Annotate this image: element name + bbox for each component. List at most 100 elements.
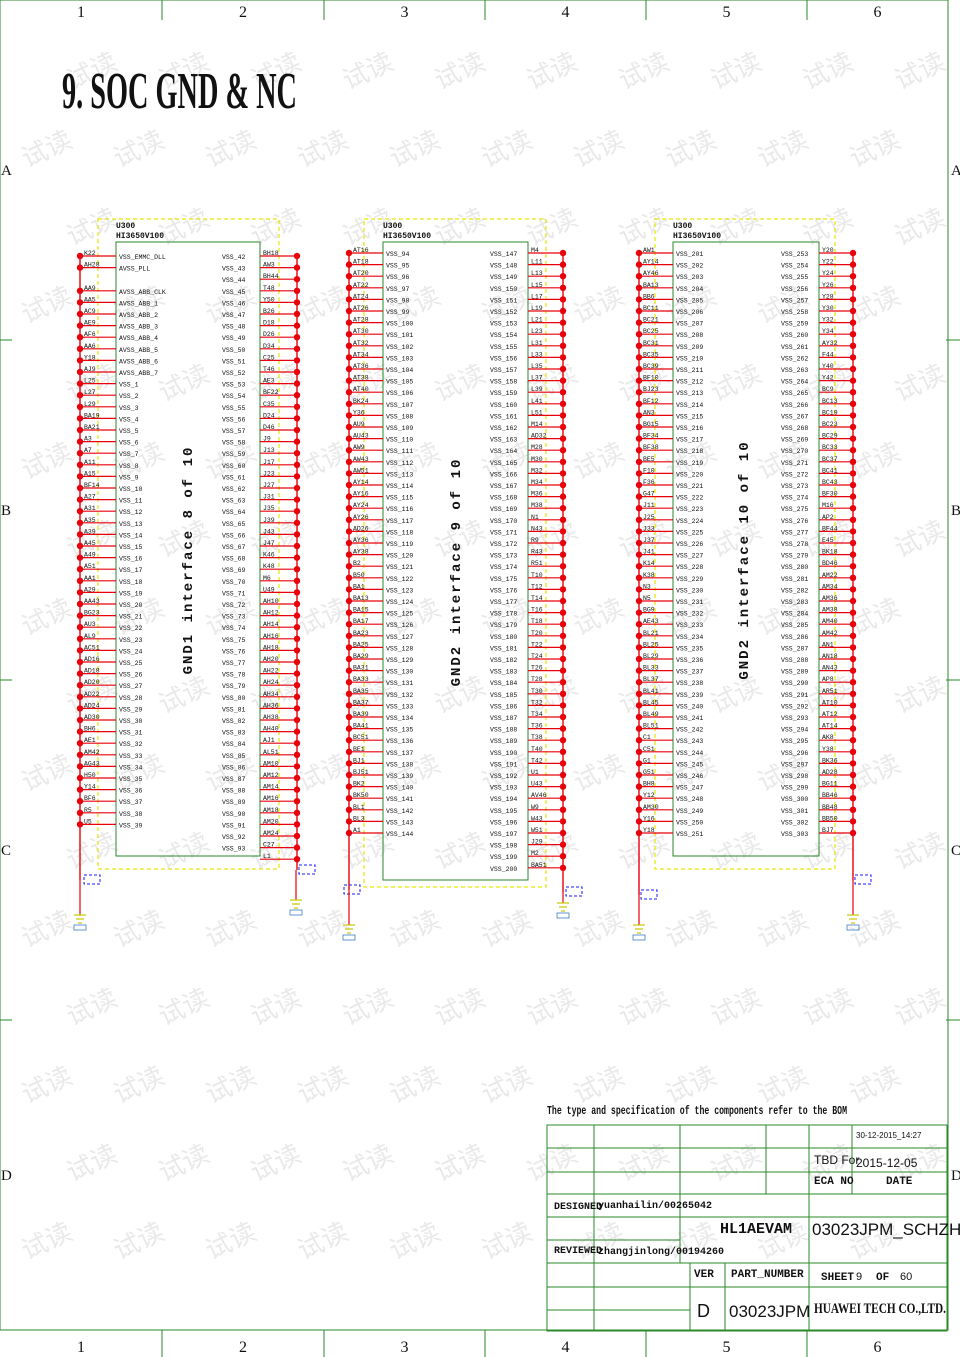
junction-dot [635,342,643,349]
junction-dot [345,423,353,431]
watermark-text: 试读 [201,905,261,954]
pin-signal-name: VSS_295 [781,738,808,745]
junction-dot [293,438,301,445]
column-label-top: 6 [874,4,882,21]
junction-dot [559,864,567,871]
watermark-text: 试读 [109,1061,169,1110]
pin-number: BK24 [353,398,369,405]
pin-signal-name: VSS_227 [676,553,703,560]
junction-dot [76,542,84,550]
junction-dot [293,392,301,399]
pin-signal-name: VSS_57 [222,428,246,435]
junction-dot [849,829,857,837]
pin-number: BC23 [822,421,838,428]
tbd-date: 2015-12-05 [856,1156,918,1170]
watermark-text: 试读 [109,125,169,174]
pin-signal-name: VSS_215 [676,413,703,420]
junction-dot [345,667,353,674]
junction-dot [76,496,84,503]
pin-number: C1 [643,734,651,741]
pin-number: W9 [531,804,539,811]
pin-signal-name: VSS_42 [222,254,246,261]
pin-number: AY14 [643,259,659,266]
junction-dot [76,531,84,538]
junction-dot [345,713,353,721]
pin-signal-name: VSS_141 [386,796,413,803]
junction-dot [635,493,643,500]
sheet-label: SHEET [821,1272,854,1284]
pin-signal-name: VSS_10 [119,486,143,493]
junction-dot [345,783,353,790]
pin-number: N3 [643,583,651,590]
pin-number: AL9 [84,633,96,640]
part-number-label: PART_NUMBER [731,1269,804,1281]
pin-number: N5 [643,595,651,602]
pin-number: BC39 [643,363,659,370]
pin-signal-name: VSS_83 [222,730,246,737]
pin-number: BA21 [84,424,100,431]
junction-dot [345,574,353,581]
pin-signal-name: VSS_86 [222,764,246,771]
pin-signal-name: VSS_88 [222,788,246,795]
pin-signal-name: VSS_192 [490,773,517,780]
pin-number: Y36 [353,409,365,416]
pin-number: AA43 [84,598,100,605]
junction-dot [559,783,567,790]
pin-signal-name: VSS_159 [490,390,517,397]
pin-signal-name: VSS_27 [119,683,143,690]
pin-signal-name: VSS_59 [222,451,246,458]
junction-dot [293,589,301,596]
junction-dot [559,331,567,338]
pin-number: T24 [531,653,543,660]
ground-symbol-box [289,909,303,916]
junction-dot [849,435,857,442]
pin-signal-name: VSS_2 [119,393,139,400]
pin-number: T16 [531,607,543,614]
pin-signal-name: VSS_102 [386,344,413,351]
pin-number: AM16 [263,795,279,802]
junction-dot [849,481,857,489]
junction-dot [76,624,84,631]
pin-number: AT16 [353,247,369,254]
junction-dot [635,829,643,837]
pin-signal-name: VSS_47 [222,312,246,319]
pin-number: BL1 [353,804,365,811]
watermark-text: 试读 [246,983,306,1032]
junction-dot [293,751,301,758]
pin-signal-name: VSS_55 [222,405,246,412]
pin-number: AW43 [353,456,369,463]
pin-number: R51 [531,560,543,567]
junction-dot [76,589,84,596]
watermark-text: 试读 [246,1139,306,1188]
pin-signal-name: VSS_212 [676,379,703,386]
pin-signal-name: VSS_241 [676,715,703,722]
pin-number: BC21 [643,317,659,324]
junction-dot [849,597,857,605]
pin-number: A1 [353,827,361,834]
pin-number: AY36 [353,537,369,544]
designed-label: DESIGNED [554,1202,602,1213]
watermark-text: 试读 [62,983,122,1032]
pin-number: Y34 [822,328,834,335]
pin-signal-name: VSS_152 [490,309,517,316]
junction-dot [293,461,301,468]
junction-dot [559,621,567,628]
pin-signal-name: VSS_278 [781,541,808,548]
pin-number: C51 [643,746,655,753]
sheet-total: 60 [900,1271,912,1283]
pin-number: M6 [263,575,271,582]
pin-number: AN3 [643,409,655,416]
junction-dot [635,458,643,465]
pin-signal-name: VSS_65 [222,521,246,528]
pin-number: AH34 [263,691,279,698]
pin-signal-name: VSS_21 [119,614,143,621]
junction-dot [76,728,84,735]
pin-signal-name: VSS_190 [490,750,517,757]
pin-signal-name: VSS_91 [222,822,246,829]
watermark-text: 试读 [569,1217,629,1266]
junction-dot [293,786,301,793]
junction-dot [849,493,857,500]
pin-signal-name: VSS_30 [119,718,143,725]
pin-signal-name: VSS_101 [386,332,413,339]
pin-number: AU43 [353,433,369,440]
